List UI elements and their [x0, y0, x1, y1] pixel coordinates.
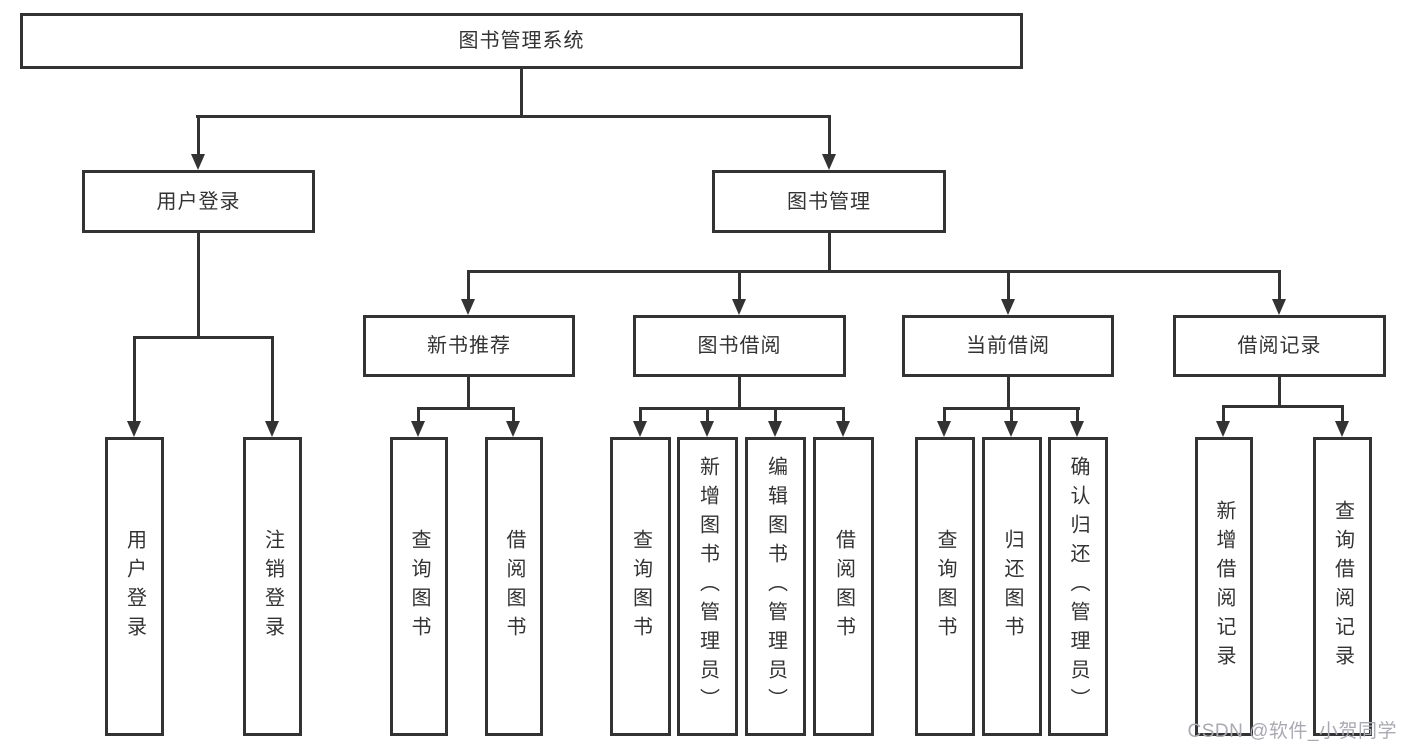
arrowhead-icon [1216, 421, 1230, 437]
connector-line [706, 407, 709, 421]
connector-line [738, 270, 741, 299]
node-root: 图书管理系统 [20, 13, 1023, 69]
connector-line [197, 233, 200, 338]
connector-line [943, 407, 946, 421]
connector-line [467, 270, 470, 299]
arrowhead-icon [1070, 421, 1084, 437]
node-new-book-recommend: 新书推荐 [363, 315, 575, 377]
connector-line [467, 377, 470, 409]
leaf-borrow-books-recommend: 借阅图书 [485, 437, 543, 736]
arrowhead-icon [1004, 421, 1018, 437]
connector-line [1222, 405, 1225, 421]
arrowhead-icon [127, 421, 141, 437]
leaf-user-login: 用户登录 [105, 437, 164, 736]
leaf-return-book: 归还图书 [982, 437, 1042, 736]
arrowhead-icon [836, 421, 850, 437]
node-current-borrow: 当前借阅 [902, 315, 1114, 377]
arrowhead-icon [1272, 299, 1286, 315]
connector-line [639, 407, 642, 421]
connector-line [1010, 407, 1013, 421]
connector-line [828, 233, 831, 272]
arrowhead-icon [732, 299, 746, 315]
leaf-edit-book-admin: 编辑图书（管理员） [745, 437, 806, 736]
arrowhead-icon [191, 154, 205, 170]
connector-line [197, 115, 200, 154]
connector-line [1222, 405, 1344, 408]
node-user-login: 用户登录 [82, 170, 315, 233]
connector-line [133, 336, 136, 421]
connector-line [774, 407, 777, 421]
arrowhead-icon [265, 421, 279, 437]
connector-line [1076, 407, 1079, 421]
connector-line [639, 407, 845, 410]
connector-line [1007, 270, 1010, 299]
connector-line [520, 69, 523, 118]
leaf-add-book-admin: 新增图书（管理员） [677, 437, 738, 736]
arrowhead-icon [633, 421, 647, 437]
connector-line [467, 270, 1281, 273]
arrowhead-icon [700, 421, 714, 437]
node-book-management: 图书管理 [712, 170, 946, 233]
leaf-query-borrow-record: 查询借阅记录 [1313, 437, 1372, 736]
leaf-query-books-recommend: 查询图书 [390, 437, 448, 736]
connector-line [417, 407, 420, 421]
arrowhead-icon [768, 421, 782, 437]
arrowhead-icon [1001, 299, 1015, 315]
arrowhead-icon [822, 154, 836, 170]
connector-line [196, 115, 831, 118]
leaf-logout: 注销登录 [243, 437, 302, 736]
connector-line [1007, 377, 1010, 409]
arrowhead-icon [1335, 421, 1349, 437]
watermark: CSDN @软件_小贺同学 [1187, 721, 1397, 742]
leaf-confirm-return-admin: 确认归还（管理员） [1048, 437, 1108, 736]
leaf-add-borrow-record: 新增借阅记录 [1195, 437, 1253, 736]
leaf-query-books-current: 查询图书 [915, 437, 975, 736]
leaf-borrow-books: 借阅图书 [813, 437, 874, 736]
connector-line [512, 407, 515, 421]
connector-line [1341, 405, 1344, 421]
connector-line [842, 407, 845, 421]
node-book-borrow: 图书借阅 [633, 315, 846, 377]
arrowhead-icon [461, 299, 475, 315]
leaf-query-books-borrow: 查询图书 [610, 437, 671, 736]
connector-line [1278, 270, 1281, 299]
arrowhead-icon [937, 421, 951, 437]
connector-line [133, 336, 274, 339]
node-borrow-records: 借阅记录 [1173, 315, 1386, 377]
connector-line [738, 377, 741, 409]
arrowhead-icon [411, 421, 425, 437]
connector-line [828, 115, 831, 154]
connector-line [417, 407, 515, 410]
connector-line [1278, 377, 1281, 407]
connector-line [271, 336, 274, 421]
arrowhead-icon [506, 421, 520, 437]
